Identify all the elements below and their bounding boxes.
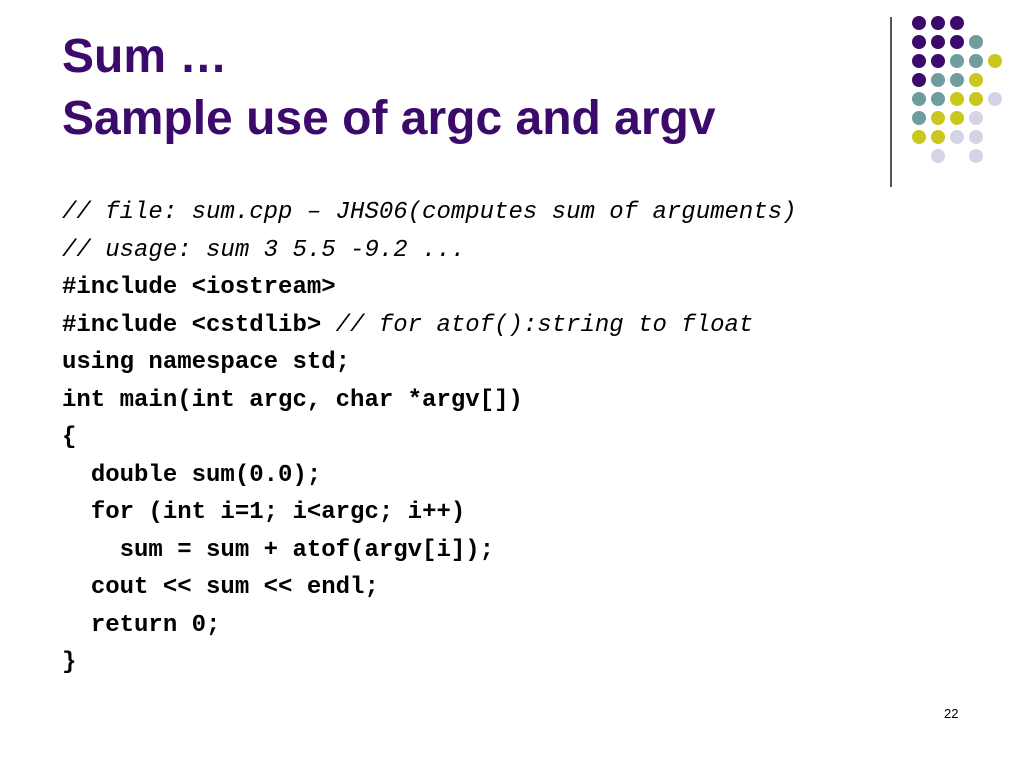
decorative-dot [950, 92, 964, 106]
decorative-dot [912, 35, 926, 49]
code-text: double sum(0.0); [90, 461, 322, 489]
decorative-dot [969, 149, 983, 163]
decorative-dot [950, 54, 964, 68]
decorative-dot [931, 149, 945, 163]
decorative-dot [912, 130, 926, 144]
decorative-dot [931, 54, 945, 68]
decorative-dot [950, 35, 964, 49]
slide-title: Sum … Sample use of argc and argv [62, 26, 716, 150]
code-comment: // file: sum.cpp – JHS06(computes sum of… [62, 199, 797, 226]
code-comment: // usage: sum 3 5.5 -9.2 ... [62, 236, 466, 264]
code-line: // usage: sum 3 5.5 -9.2 ... [62, 232, 797, 270]
title-line-1: Sum … [62, 30, 228, 83]
decorative-dot-grid [912, 16, 1002, 163]
code-text: for (int i=1; i<argc; i++) [90, 499, 466, 526]
code-line: for (int i=1; i<argc; i++) [62, 494, 797, 532]
code-text: int main(int argc, char *argv[]) [62, 386, 523, 414]
code-indent [62, 537, 120, 564]
code-text: using namespace std; [62, 349, 351, 376]
code-line: sum = sum + atof(argv[i]); [62, 532, 797, 570]
decorative-dot [931, 73, 945, 87]
code-indent [62, 612, 91, 639]
decorative-dot [969, 111, 983, 125]
code-line: cout << sum << endl; [62, 569, 797, 607]
code-line: } [62, 644, 797, 682]
decorative-dot [931, 35, 945, 49]
decorative-dot [950, 16, 964, 30]
code-line: int main(int argc, char *argv[]) [62, 382, 797, 420]
decorative-dot [969, 130, 983, 144]
decorative-dot [931, 16, 945, 30]
code-text: #include <cstdlib> [62, 311, 336, 339]
code-text: sum = sum + atof(argv[i]); [119, 536, 495, 564]
code-text: { [62, 424, 77, 451]
code-indent [62, 574, 91, 601]
decorative-dot [931, 111, 945, 125]
vertical-divider [890, 17, 892, 187]
decorative-dot [969, 92, 983, 106]
decorative-dot [969, 54, 983, 68]
code-line: using namespace std; [62, 344, 797, 382]
decorative-dot [912, 54, 926, 68]
decorative-dot [912, 92, 926, 106]
code-indent [62, 462, 91, 489]
code-line: { [62, 419, 797, 457]
title-line-2: Sample use of argc and argv [62, 92, 716, 145]
decorative-dot [969, 35, 983, 49]
code-line: double sum(0.0); [62, 457, 797, 495]
decorative-dot [969, 73, 983, 87]
code-line: return 0; [62, 607, 797, 645]
decorative-dot [988, 54, 1002, 68]
decorative-dot [931, 130, 945, 144]
page-number: 22 [944, 706, 959, 721]
code-text: return 0; [90, 611, 221, 639]
decorative-dot [931, 92, 945, 106]
decorative-dot [912, 16, 926, 30]
decorative-dot [912, 111, 926, 125]
decorative-dot [988, 92, 1002, 106]
code-line: #include <iostream> [62, 269, 797, 307]
decorative-dot [950, 130, 964, 144]
code-block: // file: sum.cpp – JHS06(computes sum of… [62, 194, 797, 682]
decorative-dot [950, 111, 964, 125]
code-text: } [62, 649, 77, 676]
code-comment: // for atof():string to float [335, 311, 754, 339]
code-text: #include <iostream> [62, 274, 336, 301]
decorative-dot [912, 73, 926, 87]
code-indent [62, 499, 91, 526]
code-line: #include <cstdlib> // for atof():string … [62, 307, 797, 345]
decorative-dot [950, 73, 964, 87]
code-line: // file: sum.cpp – JHS06(computes sum of… [62, 194, 797, 232]
code-text: cout << sum << endl; [90, 574, 379, 601]
